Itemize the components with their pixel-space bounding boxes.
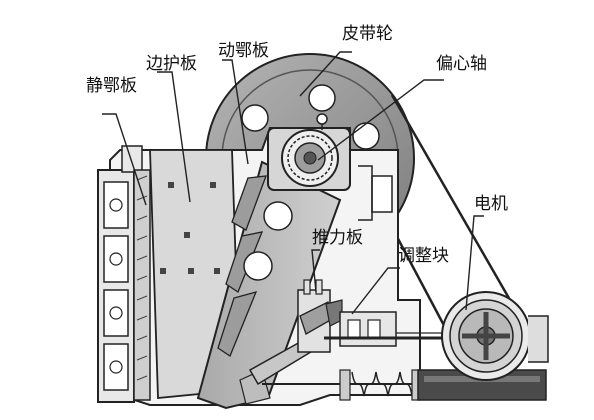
moving-jaw bbox=[196, 160, 342, 410]
pulley-hole bbox=[352, 122, 380, 150]
leader-fixed-jaw bbox=[102, 113, 147, 206]
leader-belt-pulley bbox=[299, 51, 352, 97]
toggle-plate-assembly bbox=[248, 279, 448, 386]
leader-eccentric-shaft bbox=[317, 79, 444, 161]
pulley-hole bbox=[308, 84, 336, 112]
leader-toggle-plate bbox=[311, 249, 320, 293]
electric-motor bbox=[417, 291, 549, 401]
pulley-hole bbox=[241, 104, 269, 132]
fixed-jaw-frame bbox=[97, 145, 143, 403]
leader-motor bbox=[465, 215, 484, 311]
label-eccentric-shaft: 偏心轴 bbox=[436, 54, 487, 74]
tension-spring bbox=[262, 369, 421, 401]
leader-adjust-block bbox=[351, 267, 400, 315]
leader-lines bbox=[102, 51, 484, 315]
fixed-jaw-plate bbox=[133, 169, 151, 401]
label-belt-pulley: 皮带轮 bbox=[342, 24, 393, 44]
label-motor: 电机 bbox=[474, 194, 508, 214]
label-adjust-block: 调整块 bbox=[398, 246, 449, 266]
label-side-guard: 边护板 bbox=[146, 54, 197, 74]
label-toggle-plate: 推力板 bbox=[312, 228, 363, 248]
label-fixed-jaw: 静鄂板 bbox=[86, 76, 137, 96]
leader-moving-jaw bbox=[222, 59, 249, 165]
label-moving-jaw: 动鄂板 bbox=[218, 41, 269, 61]
eccentric-shaft bbox=[267, 113, 351, 191]
leader-side-guard bbox=[157, 71, 191, 203]
